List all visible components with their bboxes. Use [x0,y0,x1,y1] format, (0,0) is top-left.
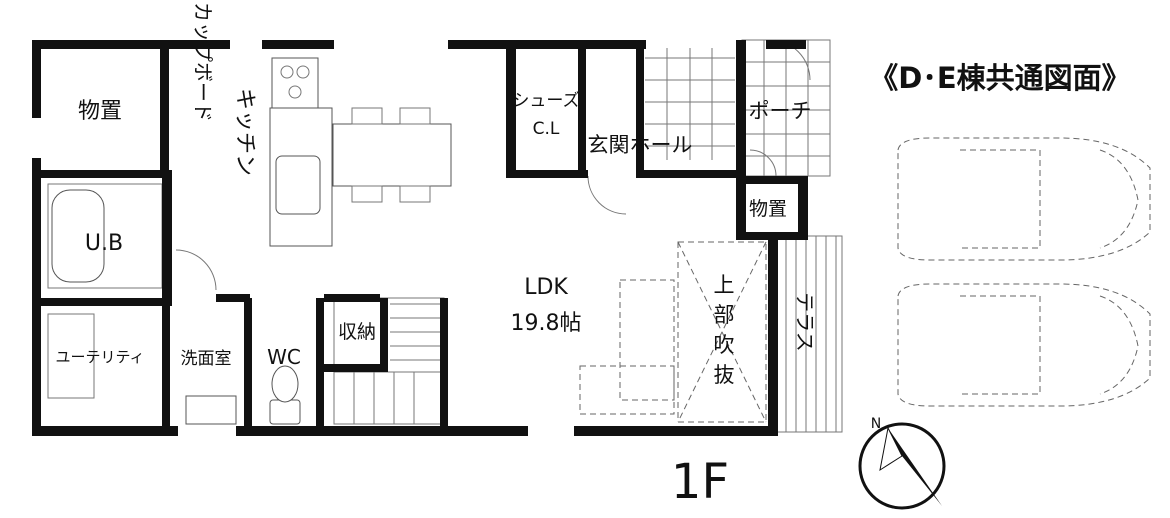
washroom-label: 洗面室 [181,349,232,369]
fixtures [47,39,843,433]
dining-set [332,107,452,203]
wc-label: WC [267,345,301,369]
utility-counter [47,313,95,399]
car-icon [897,137,1151,261]
washbasin [185,395,237,425]
porch-label: ポーチ [749,99,812,123]
void-label-2: 部 [714,303,735,327]
ub-label: U.B [85,231,123,256]
cupboard-label: カップボード [191,2,215,122]
compass-north-label: N [871,416,881,432]
closet-label: 収納 [338,321,376,343]
entrance-hall-label: 玄関ホール [588,133,693,157]
shoes-cl-label-1: シューズ [512,91,579,111]
sofa [579,279,675,415]
car-icon [897,283,1151,407]
compass-icon: N [858,416,946,510]
storage-right-label: 物置 [749,198,787,220]
walls [32,40,808,436]
ldk-label: LDK [524,275,568,300]
void-label-1: 上 [714,273,735,297]
storage-top-label: 物置 [78,99,122,124]
kitchen-label: キッチン [232,88,257,176]
void-label-3: 吹 [714,333,735,357]
terrace-label: テラス [793,292,817,352]
stove [271,57,319,109]
void-label-4: 抜 [714,363,735,387]
shoes-cl-label-2: C.L [533,119,560,139]
kitchen-sink [275,155,321,215]
ldk-size-label: 19.8帖 [511,311,582,336]
utility-label: ユーテリティ [55,348,144,366]
room-labels: 物置 カップボード キッチン シューズ C.L 玄関ホール ポーチ 物置 U.B… [55,2,817,387]
void-area [677,241,767,423]
entrance-tiles [645,48,735,160]
porch-tiles [741,39,831,177]
floor-label: 1F [671,454,729,510]
plan-title: 《D･E棟共通図面》 [869,61,1130,95]
toilet [269,365,301,425]
stairs [333,297,445,425]
